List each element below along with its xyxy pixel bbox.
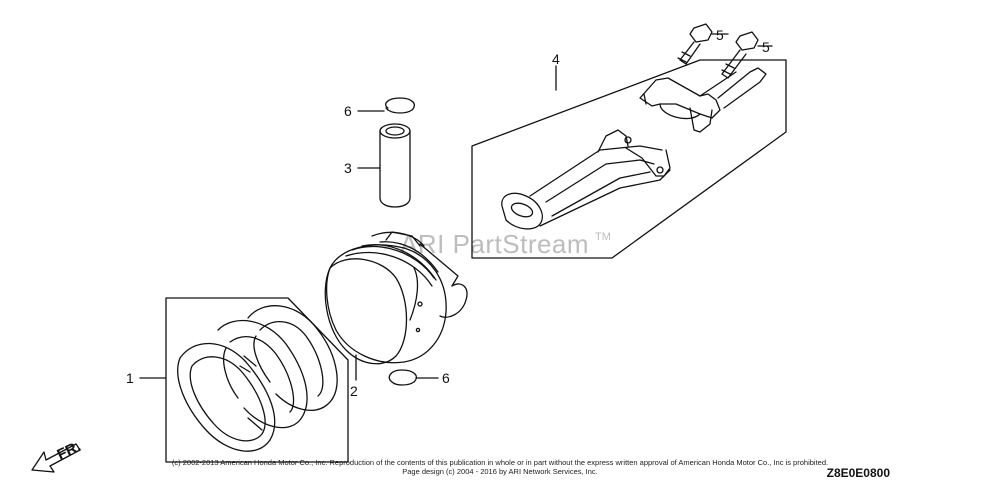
connecting-rod-assembly[interactable]: 4 bbox=[471, 51, 787, 259]
ring-set[interactable]: 1 bbox=[126, 297, 349, 463]
connecting-rod-frame bbox=[471, 59, 787, 259]
watermark-trademark: TM bbox=[595, 231, 611, 243]
diagram-code: Z8E0E0800 bbox=[826, 466, 890, 480]
clip-bottom[interactable]: 6 bbox=[388, 369, 450, 386]
piston[interactable]: 2 bbox=[324, 231, 468, 399]
ring-bottom bbox=[177, 342, 276, 452]
callout-5a[interactable]: 5 bbox=[716, 27, 724, 43]
watermark-text: ARI PartStream bbox=[400, 229, 589, 259]
callout-6-top[interactable]: 6 bbox=[344, 103, 352, 119]
callout-3[interactable]: 3 bbox=[344, 160, 352, 176]
rod-bolt-a[interactable]: 5 bbox=[677, 23, 729, 65]
callout-2[interactable]: 2 bbox=[350, 383, 358, 399]
ring-set-frame bbox=[165, 297, 349, 463]
clip-top[interactable]: 6 bbox=[344, 97, 415, 119]
rod-bolt-b[interactable]: 5 bbox=[721, 31, 773, 79]
footer-copyright: (c) 2002-2013 American Honda Motor Co., … bbox=[171, 458, 829, 467]
piston-pin[interactable]: 3 bbox=[344, 123, 411, 208]
callout-1[interactable]: 1 bbox=[126, 370, 134, 386]
callout-4[interactable]: 4 bbox=[552, 51, 560, 67]
callout-6-bottom[interactable]: 6 bbox=[442, 370, 450, 386]
footer-page-design: Page design (c) 2004 - 2016 by ARI Netwo… bbox=[402, 467, 598, 476]
callout-5b[interactable]: 5 bbox=[762, 39, 770, 55]
ring-middle bbox=[217, 319, 308, 429]
